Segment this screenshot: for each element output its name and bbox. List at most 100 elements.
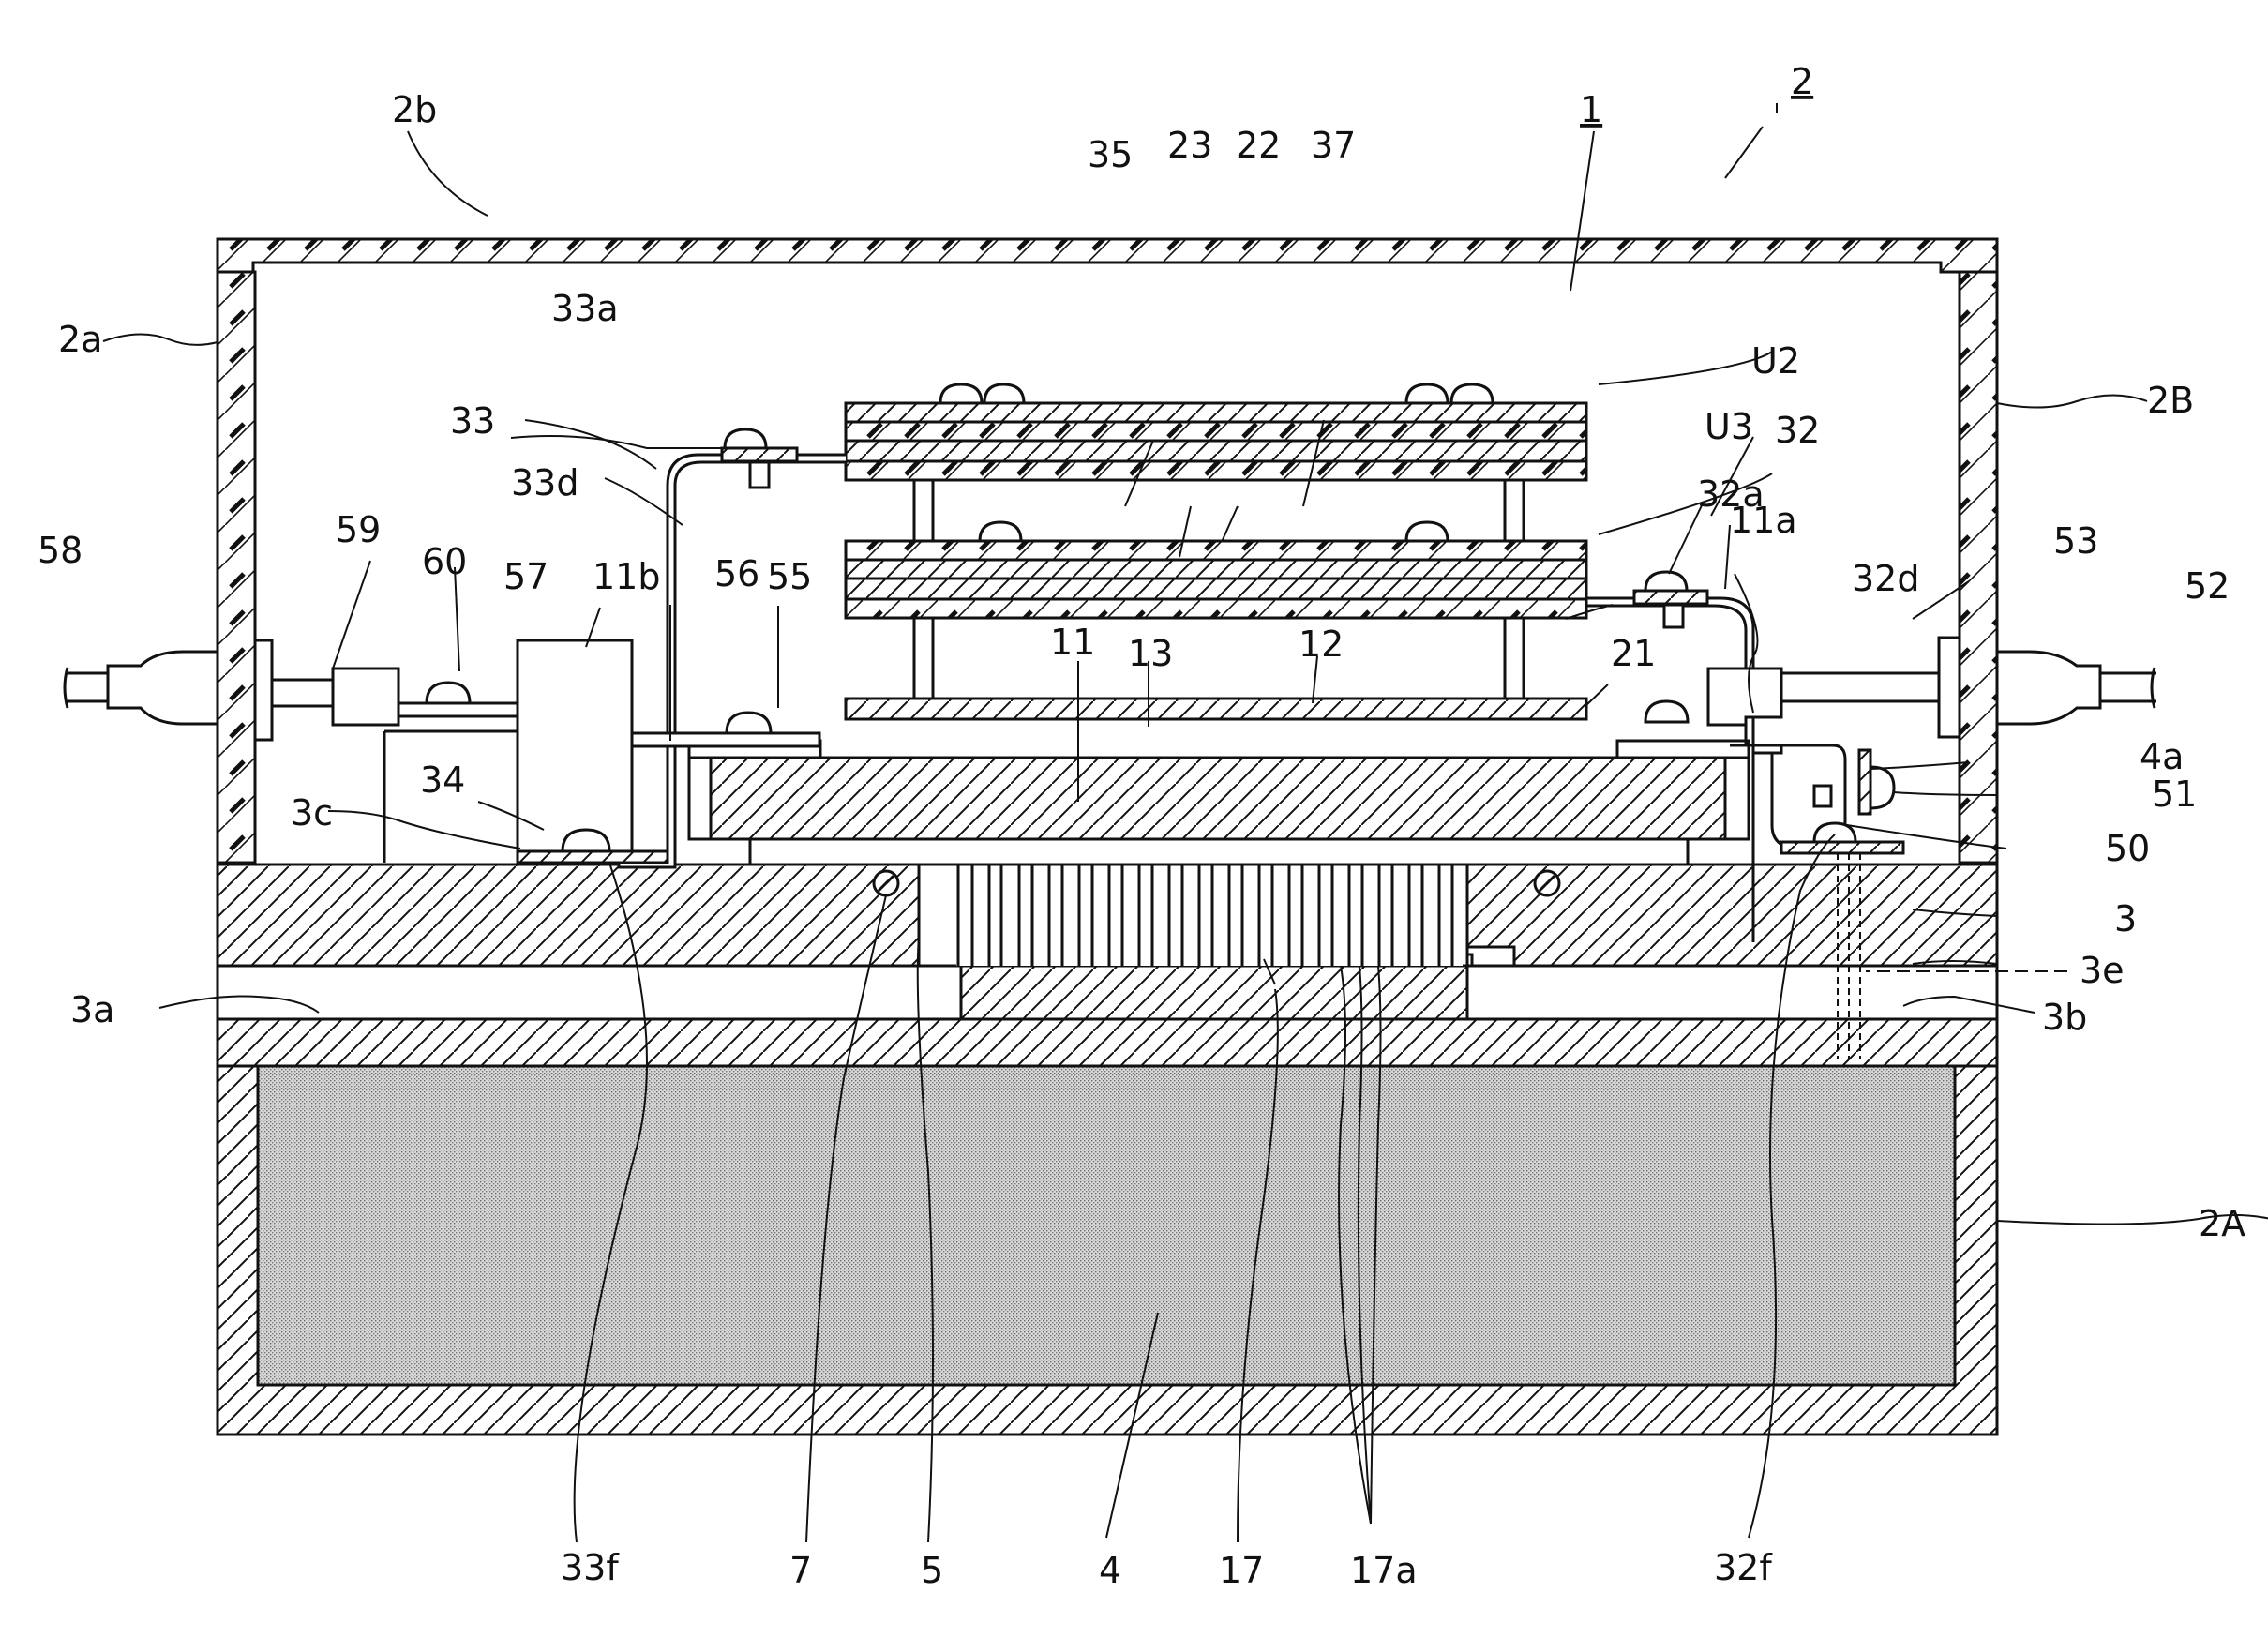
label-33f: 33f bbox=[561, 1547, 620, 1588]
label-56: 56 bbox=[714, 553, 759, 594]
U3-plate-35 bbox=[846, 560, 1586, 579]
seal-7 bbox=[874, 871, 898, 895]
nut-50 bbox=[1814, 786, 1831, 806]
nut-33a bbox=[750, 462, 769, 488]
label-5: 5 bbox=[921, 1550, 943, 1591]
U3-plate-lower bbox=[846, 579, 1586, 599]
bottom-plate-13 bbox=[750, 839, 1688, 864]
cable-52-end bbox=[2152, 668, 2155, 708]
label-11: 11 bbox=[1050, 622, 1095, 663]
substrate-12 bbox=[711, 758, 1725, 839]
label-4: 4 bbox=[1099, 1550, 1121, 1591]
label-11a: 11a bbox=[1730, 500, 1797, 541]
label-3: 3 bbox=[2114, 898, 2137, 939]
bolt-53 bbox=[1645, 701, 1688, 722]
fin-base-center bbox=[961, 966, 1467, 1019]
label-2A: 2A bbox=[2199, 1203, 2245, 1244]
drawing-geometry bbox=[65, 239, 2156, 1435]
connector-shaft-52 bbox=[1781, 673, 1941, 701]
label-52: 52 bbox=[2185, 565, 2230, 607]
label-3b: 3b bbox=[2042, 997, 2087, 1038]
label-7: 7 bbox=[789, 1550, 812, 1591]
block-57 bbox=[518, 640, 632, 851]
label-33: 33 bbox=[450, 400, 495, 442]
label-3a: 3a bbox=[70, 989, 114, 1030]
label-2: 2 bbox=[1791, 61, 1813, 102]
bolt-34 bbox=[563, 830, 609, 851]
label-U2: U2 bbox=[1751, 340, 1800, 382]
label-2b: 2b bbox=[392, 89, 437, 130]
label-53: 53 bbox=[2053, 520, 2098, 562]
bolt-32a bbox=[1645, 572, 1687, 591]
bolt-60 bbox=[427, 683, 470, 703]
connector-body-52 bbox=[1997, 652, 2100, 724]
cable-58 bbox=[66, 673, 108, 701]
label-32f: 32f bbox=[1714, 1547, 1773, 1588]
seal-right bbox=[1535, 871, 1559, 895]
connector-shaft-58 bbox=[272, 680, 333, 706]
label-2B: 2B bbox=[2147, 380, 2194, 421]
base-plate-3-left bbox=[218, 864, 919, 966]
nut-32a bbox=[1664, 605, 1683, 627]
label-22: 22 bbox=[1236, 125, 1281, 166]
lower-plate bbox=[218, 1019, 1997, 1066]
cable-58-end bbox=[65, 668, 68, 708]
label-1: 1 bbox=[1580, 89, 1602, 130]
label-51: 51 bbox=[2152, 774, 2197, 815]
connector-flange-58 bbox=[255, 640, 272, 740]
label-2a: 2a bbox=[58, 319, 102, 360]
U2-plate-mid bbox=[846, 441, 1586, 461]
terminal-59 bbox=[333, 669, 398, 725]
connector-body-58 bbox=[108, 652, 218, 724]
label-3c: 3c bbox=[291, 792, 333, 834]
label-12: 12 bbox=[1299, 624, 1344, 665]
label-33a: 33a bbox=[551, 288, 619, 329]
label-21: 21 bbox=[1611, 633, 1656, 674]
label-60: 60 bbox=[422, 541, 467, 582]
screw-51 bbox=[1870, 767, 1894, 808]
label-32: 32 bbox=[1775, 410, 1820, 451]
label-3e: 3e bbox=[2080, 950, 2125, 991]
label-4a: 4a bbox=[2140, 736, 2184, 777]
bolt-33a bbox=[725, 429, 766, 448]
fin-array-17 bbox=[956, 864, 1463, 966]
busbar-33f-plate bbox=[518, 851, 668, 863]
label-U3: U3 bbox=[1705, 406, 1753, 447]
terminal-4a bbox=[1859, 750, 1870, 814]
terminal-11a bbox=[1617, 741, 1749, 758]
bolt-56 bbox=[727, 713, 771, 733]
U3-plate-bottom bbox=[846, 599, 1586, 618]
U2-plate-37 bbox=[846, 422, 1586, 441]
busbar-32f-plate bbox=[1781, 842, 1903, 853]
U3-plate-23 bbox=[846, 541, 1586, 560]
label-23: 23 bbox=[1167, 125, 1212, 166]
right-wall-2B bbox=[1960, 272, 1997, 863]
label-57: 57 bbox=[503, 556, 548, 597]
label-58: 58 bbox=[38, 530, 83, 571]
U2-plate-22 bbox=[846, 403, 1586, 422]
label-55: 55 bbox=[767, 556, 812, 597]
busbar-33a-plate bbox=[722, 448, 797, 461]
lid-top-2b bbox=[218, 239, 1997, 272]
potting-4 bbox=[258, 1066, 1955, 1385]
cable-52 bbox=[2100, 673, 2156, 701]
busbar-55 bbox=[632, 733, 819, 746]
label-34: 34 bbox=[420, 759, 465, 801]
label-37: 37 bbox=[1311, 125, 1356, 166]
terminal-53 bbox=[1708, 669, 1781, 725]
label-32d: 32d bbox=[1852, 558, 1919, 599]
label-33d: 33d bbox=[511, 462, 578, 503]
label-50: 50 bbox=[2105, 828, 2150, 869]
busbar-32a-plate bbox=[1634, 591, 1707, 604]
label-17a: 17a bbox=[1350, 1550, 1418, 1591]
label-59: 59 bbox=[336, 509, 381, 550]
label-17: 17 bbox=[1219, 1550, 1264, 1591]
label-11b: 11b bbox=[593, 556, 660, 597]
label-35: 35 bbox=[1088, 134, 1133, 175]
label-13: 13 bbox=[1128, 633, 1173, 674]
board-21 bbox=[846, 699, 1586, 719]
U2-plate-bottom bbox=[846, 461, 1586, 480]
left-wall-2a bbox=[218, 272, 255, 863]
connector-flange-52 bbox=[1939, 638, 1960, 737]
